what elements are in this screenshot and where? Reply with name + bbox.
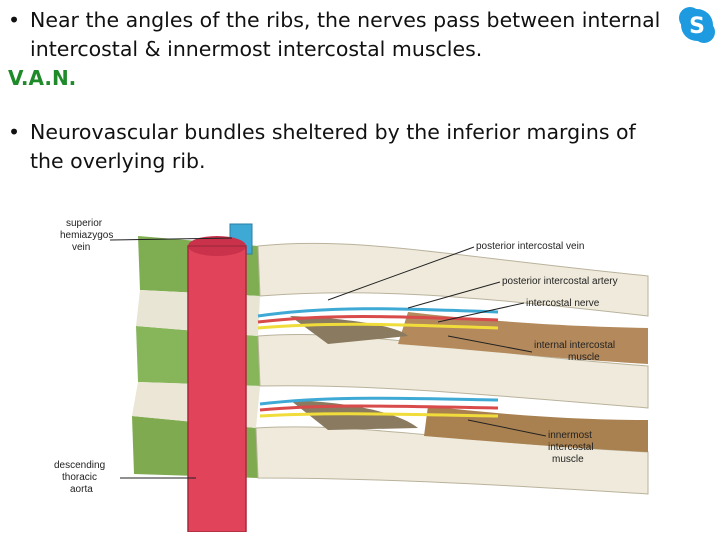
label-innermost-intercostal: intercostal xyxy=(548,442,594,453)
neurovascular-bundles xyxy=(257,307,499,418)
bullet-dot: • xyxy=(8,8,21,32)
label-internal-intercostal: internal intercostal xyxy=(534,340,615,351)
label-posterior-vein: posterior intercostal vein xyxy=(476,241,584,252)
label-descending: descending xyxy=(54,460,105,471)
bullet-text-1: Near the angles of the ribs, the nerves … xyxy=(30,8,661,61)
label-hemiazygos: hemiazygos xyxy=(60,230,113,241)
ribs xyxy=(255,242,649,495)
label-internal-muscle: muscle xyxy=(568,352,600,363)
slide-text: • Near the angles of the ribs, the nerve… xyxy=(8,6,668,176)
figure-labels: superior hemiazygos vein posterior inter… xyxy=(54,218,618,495)
bullet-item: • Neurovascular bundles sheltered by the… xyxy=(8,118,668,176)
label-thoracic: thoracic xyxy=(62,472,97,483)
aorta xyxy=(187,236,247,532)
bullet-text-2: Neurovascular bundles sheltered by the i… xyxy=(30,120,636,173)
label-posterior-artery: posterior intercostal artery xyxy=(502,276,618,287)
label-superior: superior xyxy=(66,218,103,229)
skype-letter: S xyxy=(689,14,705,39)
mnemonic-van: V.A.N. xyxy=(8,66,77,90)
skype-icon[interactable]: S xyxy=(676,4,718,46)
leader-lines xyxy=(109,237,547,479)
bullet-item: • Near the angles of the ribs, the nerve… xyxy=(8,6,668,64)
anatomy-figure: superior hemiazygos vein posterior inter… xyxy=(28,216,652,532)
label-innermost: innermost xyxy=(548,430,592,441)
label-aorta: aorta xyxy=(70,484,93,495)
label-vein: vein xyxy=(72,242,90,253)
bullet-dot: • xyxy=(8,120,21,144)
label-innermost-muscle: muscle xyxy=(552,454,584,465)
label-intercostal-nerve: intercostal nerve xyxy=(526,298,600,309)
